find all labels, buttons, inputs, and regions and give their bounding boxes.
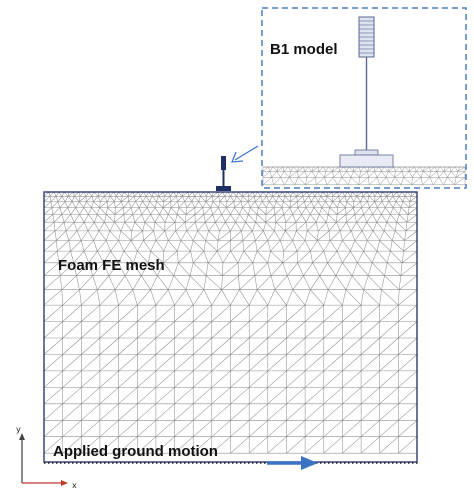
callout-arrow-line (234, 145, 259, 161)
probe-foot (216, 186, 231, 191)
axis-y-label: y (16, 425, 21, 434)
axis-x-label: x (72, 481, 77, 490)
ground-motion: Applied ground motion (44, 443, 420, 470)
ground-motion-label: Applied ground motion (53, 443, 218, 460)
b1-model-drawing (339, 16, 394, 168)
foam-fe-mesh (43, 191, 418, 463)
probe-mass (221, 156, 226, 170)
callout-arrow-head (231, 151, 244, 163)
coordinate-axes: y x (16, 425, 77, 490)
mesh-label: Foam FE mesh (58, 257, 165, 274)
motion-arrow-head (301, 456, 318, 470)
b1-upper-plate (354, 149, 379, 156)
b1-model-inset: B1 model (261, 7, 467, 189)
foam-mesh-border (43, 191, 418, 463)
b1-probe (216, 156, 231, 191)
b1-base-plate (339, 154, 394, 168)
inset-title: B1 model (270, 41, 338, 58)
axis-y-arrowhead (19, 433, 25, 440)
callout-arrow (231, 145, 259, 163)
axis-x-arrowhead (61, 480, 68, 486)
inset-border (261, 7, 467, 189)
